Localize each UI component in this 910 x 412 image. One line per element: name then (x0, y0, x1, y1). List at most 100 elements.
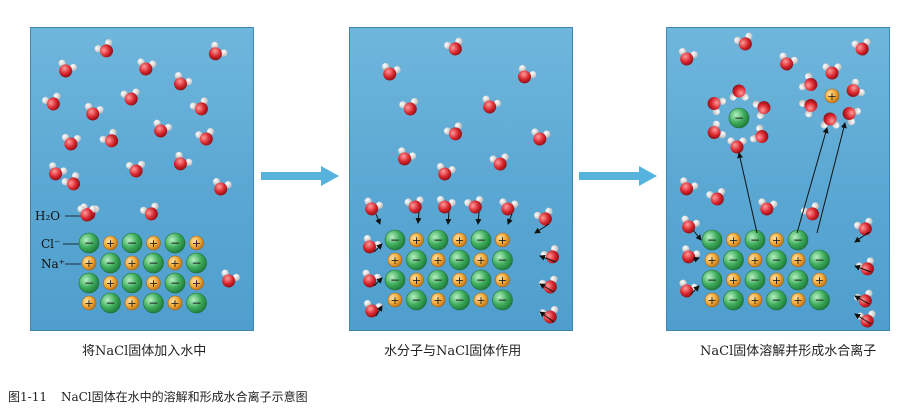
panel-2-illustration: −+−+−++−+−+−−+−+−++−+−+− (362, 37, 559, 324)
hydrated-sodium-ion: + (824, 88, 840, 104)
interaction-arrow (737, 152, 758, 234)
interaction-arrow (692, 229, 702, 241)
interaction-arrow (373, 243, 383, 253)
water-molecule (444, 37, 463, 56)
water-molecule (381, 63, 401, 81)
lattice-chloride-ion: − (787, 229, 809, 251)
attacking-water-molecule (539, 275, 558, 294)
interaction-arrow (415, 211, 422, 224)
svg-text:−: − (390, 273, 400, 287)
lattice-sodium-ion: + (704, 292, 720, 308)
lattice-chloride-ion: − (449, 289, 470, 311)
water-molecule (42, 92, 61, 111)
lattice-chloride-ion: − (406, 289, 427, 311)
interaction-arrow (816, 122, 847, 234)
lattice-sodium-ion: + (747, 292, 763, 308)
hydrating-water-molecule (820, 112, 840, 129)
interaction-arrow (796, 127, 829, 234)
svg-text:+: + (793, 254, 802, 267)
lattice-chloride-ion: − (100, 292, 121, 314)
water-molecule (734, 32, 753, 51)
hydrating-water-molecule (822, 63, 842, 80)
water-molecule (531, 128, 551, 146)
svg-text:−: − (707, 233, 717, 247)
svg-text:+: + (476, 254, 485, 267)
lattice-sodium-ion: + (430, 252, 446, 268)
lattice-chloride-ion: − (100, 252, 121, 274)
svg-text:+: + (106, 237, 115, 250)
svg-text:+: + (127, 297, 136, 310)
caption-panel-1: 将NaCl固体加入水中 (82, 344, 207, 359)
lattice-sodium-ion: + (726, 232, 741, 248)
svg-text:−: − (148, 296, 158, 310)
svg-text:+: + (455, 234, 464, 247)
interaction-arrow (373, 277, 383, 287)
interaction-arrow (690, 285, 700, 295)
water-molecule (399, 98, 419, 116)
water-molecule (436, 163, 456, 181)
lattice-sodium-ion: + (387, 252, 403, 268)
hydrated-chloride-ion: − (728, 107, 750, 129)
svg-text:+: + (498, 274, 507, 287)
lattice-chloride-ion: − (164, 232, 186, 254)
lattice-chloride-ion: − (164, 272, 186, 294)
svg-text:−: − (105, 256, 115, 270)
water-molecule (94, 39, 113, 58)
lattice-chloride-ion: − (384, 229, 406, 251)
water-molecule (443, 122, 462, 141)
svg-text:−: − (433, 233, 443, 247)
svg-text:−: − (476, 233, 486, 247)
attacking-water-molecule (540, 245, 559, 264)
water-molecule (189, 97, 208, 116)
lattice-chloride-ion: − (701, 229, 723, 251)
panel-nacl-dissolves-hydrated-ions: −+−+−+−+−+−+−−+−+−++−+−+− (666, 27, 890, 331)
lattice-sodium-ion: + (452, 232, 467, 248)
lattice-sodium-ion: + (769, 272, 784, 288)
panel-3-illustration: −+−+−+−+−+−+−−+−+−++−+−+− (678, 32, 876, 328)
lattice-sodium-ion: + (387, 292, 403, 308)
attacking-water-molecule (436, 196, 456, 214)
svg-text:+: + (192, 277, 201, 290)
water-molecule (58, 59, 77, 78)
svg-text:−: − (148, 256, 158, 270)
hydrating-water-molecule (707, 97, 726, 116)
svg-text:+: + (127, 257, 136, 270)
water-molecule (208, 41, 228, 61)
hydrating-water-molecule (727, 137, 747, 154)
water-molecule (174, 72, 193, 91)
svg-text:+: + (412, 234, 421, 247)
water-molecule (489, 153, 509, 171)
lattice-sodium-ion: + (167, 255, 183, 271)
lattice-chloride-ion: − (186, 292, 207, 314)
svg-text:−: − (390, 233, 400, 247)
svg-text:−: − (411, 293, 421, 307)
attacking-water-molecule (682, 245, 701, 264)
svg-text:−: − (454, 253, 464, 267)
lattice-sodium-ion: + (124, 295, 140, 311)
lattice-chloride-ion: − (492, 249, 513, 271)
svg-text:−: − (814, 253, 824, 267)
svg-text:+: + (707, 254, 716, 267)
attacking-water-molecule (499, 198, 519, 216)
lattice-chloride-ion: − (143, 292, 164, 314)
lattice-chloride-ion: − (121, 272, 143, 294)
lattice-chloride-ion: − (427, 269, 449, 291)
water-molecule (99, 128, 119, 148)
lattice-chloride-ion: − (744, 229, 766, 251)
svg-text:−: − (127, 276, 137, 290)
lattice-sodium-ion: + (704, 252, 720, 268)
lattice-sodium-ion: + (167, 295, 183, 311)
svg-text:−: − (750, 233, 760, 247)
svg-text:−: − (433, 273, 443, 287)
interaction-arrow (692, 256, 700, 263)
svg-text:+: + (772, 274, 781, 287)
lattice-sodium-ion: + (409, 232, 424, 248)
lattice-sodium-ion: + (495, 232, 510, 248)
water-molecule (706, 188, 726, 206)
interaction-arrow (375, 305, 383, 317)
attacking-water-molecule (854, 289, 873, 308)
water-molecule (518, 65, 537, 84)
lattice-chloride-ion: − (470, 229, 492, 251)
label-sodium: Na⁺ (41, 257, 65, 271)
